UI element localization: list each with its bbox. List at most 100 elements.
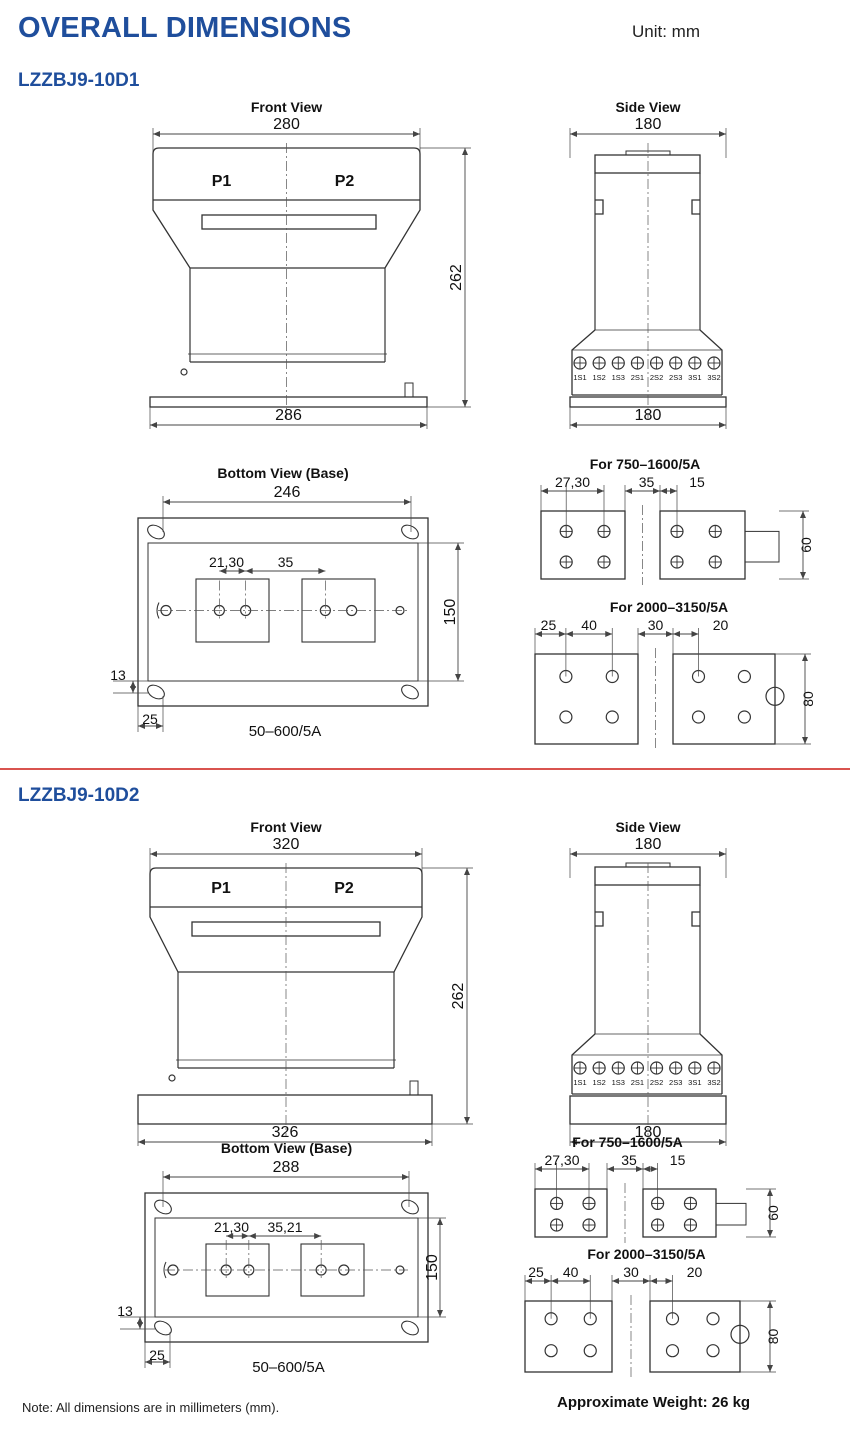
detail-b-title: For 2000–3150/5A xyxy=(587,1246,705,1262)
top-width-value: 280 xyxy=(273,116,300,133)
detail-a-block-left xyxy=(534,1188,608,1238)
terminal-hole xyxy=(559,710,573,724)
terminal-label: 2S2 xyxy=(650,373,663,382)
arrowhead xyxy=(612,1278,619,1284)
detail-a-d3: 15 xyxy=(689,474,705,490)
detail-b-side-hole xyxy=(730,1324,750,1344)
arrowhead xyxy=(402,1174,409,1180)
detail-b-block-right xyxy=(672,653,776,745)
side-width-value: 180 xyxy=(635,116,662,133)
terminal-hole xyxy=(605,710,619,724)
base-width-value: 286 xyxy=(275,407,302,424)
terminal-label: 2S2 xyxy=(650,1078,663,1087)
unit-label: Unit: mm xyxy=(632,22,700,41)
detail-a-block-left xyxy=(540,510,626,580)
arrowhead xyxy=(219,568,227,574)
arrowhead xyxy=(464,1117,470,1124)
arrowhead xyxy=(638,631,645,637)
arrowhead xyxy=(150,422,157,428)
terminal-hole xyxy=(737,669,752,684)
side-lug-right xyxy=(691,911,700,927)
terminal-hole xyxy=(544,1344,558,1358)
arrowhead xyxy=(643,1278,650,1284)
front-ground-bolt xyxy=(404,382,414,398)
arrowhead xyxy=(650,1278,657,1284)
arrowhead xyxy=(138,1139,145,1145)
top-width-value: 320 xyxy=(273,836,300,853)
bottom-width-value: 246 xyxy=(274,484,301,501)
detail-b-d2: 40 xyxy=(581,617,597,633)
arrowhead xyxy=(130,686,136,693)
section-divider xyxy=(0,768,850,770)
p1-label: P1 xyxy=(212,173,232,190)
arrowhead xyxy=(673,631,680,637)
terminal-hole xyxy=(583,1344,597,1358)
edge-vertical-value: 13 xyxy=(110,667,126,683)
front-small-stud xyxy=(168,1074,176,1082)
arrowhead xyxy=(570,131,577,137)
model-name-d1: LZZBJ9-10D1 xyxy=(18,70,140,91)
edge-horizontal-value: 25 xyxy=(149,1347,165,1363)
p1-label: P1 xyxy=(211,880,231,897)
detail-a-title: For 750–1600/5A xyxy=(590,456,701,472)
terminal-label: 1S2 xyxy=(592,373,605,382)
front-view-title: Front View xyxy=(250,819,321,835)
detail-a-d1: 27,30 xyxy=(544,1152,579,1168)
gap-value: 35,21 xyxy=(267,1219,302,1235)
edge-vertical-value: 13 xyxy=(117,1303,133,1319)
detail-b-h: 80 xyxy=(800,691,816,707)
arrowhead xyxy=(551,1278,559,1284)
gap-value: 35 xyxy=(278,554,294,570)
terminal-label: 2S1 xyxy=(631,1078,644,1087)
detail-a-d3: 15 xyxy=(670,1152,686,1168)
arrowhead xyxy=(670,488,677,494)
side-view-title: Side View xyxy=(615,99,680,115)
terminal-label: 2S3 xyxy=(669,373,682,382)
detail-a-tab xyxy=(715,1202,747,1226)
p2-label: P2 xyxy=(335,173,355,190)
detail-b-d1: 25 xyxy=(528,1264,544,1280)
arrowhead xyxy=(583,1278,591,1284)
height-value: 262 xyxy=(448,264,465,291)
side-hole xyxy=(160,604,172,617)
arrowhead xyxy=(245,568,253,574)
arrowhead xyxy=(650,1166,658,1172)
side-flare-right xyxy=(699,329,723,395)
hole-spacing-value: 21,30 xyxy=(214,1219,249,1235)
p2-label: P2 xyxy=(334,880,354,897)
mounting-slot xyxy=(154,1320,172,1336)
arrowhead xyxy=(660,488,667,494)
arrowhead xyxy=(800,511,806,518)
arrowhead xyxy=(437,1218,443,1225)
terminal-label: 3S2 xyxy=(707,1078,720,1087)
detail-a-h: 60 xyxy=(798,537,814,553)
side-lug-left xyxy=(595,199,604,215)
page-title: OVERALL DIMENSIONS xyxy=(18,12,352,44)
bottom-height-value: 150 xyxy=(424,1254,441,1281)
arrowhead xyxy=(719,422,726,428)
arrowhead xyxy=(558,631,566,637)
arrowhead xyxy=(163,1174,170,1180)
arrowhead xyxy=(719,131,726,137)
side-lug-left xyxy=(595,911,604,927)
arrowhead xyxy=(437,1310,443,1317)
arrowhead xyxy=(582,1166,589,1172)
arrowhead xyxy=(137,1322,143,1329)
arrowhead xyxy=(404,499,411,505)
mounting-slot xyxy=(154,1199,172,1215)
detail-a-title: For 750–1600/5A xyxy=(572,1134,683,1150)
detail-a-d1: 27,30 xyxy=(555,474,590,490)
bottom-width-value: 288 xyxy=(273,1159,300,1176)
terminal-label: 1S1 xyxy=(573,373,586,382)
arrowhead xyxy=(800,572,806,579)
arrowhead xyxy=(767,1301,773,1308)
side-cap xyxy=(594,154,701,174)
terminal-label: 1S3 xyxy=(612,373,625,382)
side-width-value: 180 xyxy=(635,836,662,853)
bottom-base-plate xyxy=(137,517,429,707)
front-flare-outline xyxy=(152,200,421,269)
terminal-label: 1S3 xyxy=(612,1078,625,1087)
edge-horizontal-value: 25 xyxy=(142,711,158,727)
ground-symbol xyxy=(156,602,160,619)
